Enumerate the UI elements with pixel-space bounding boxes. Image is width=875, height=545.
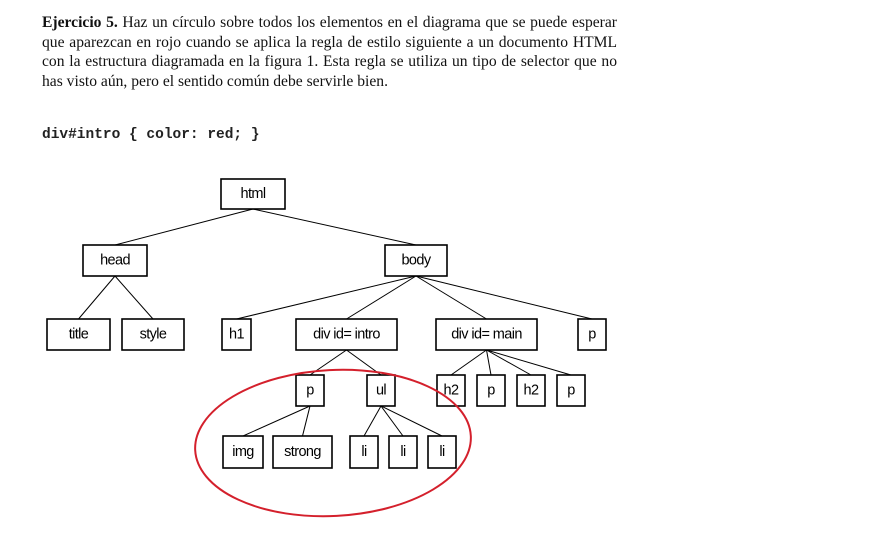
tree-node-p_intro: p bbox=[295, 374, 325, 407]
exercise-paragraph: Ejercicio 5. Haz un círculo sobre todos … bbox=[42, 13, 617, 92]
tree-node-box bbox=[222, 435, 264, 469]
tree-node-label: p bbox=[487, 383, 495, 399]
tree-node-ul: ul bbox=[366, 374, 396, 407]
tree-node-label: strong bbox=[284, 444, 321, 460]
tree-edge-div_intro-ul bbox=[346, 349, 382, 376]
tree-edge-body-h1 bbox=[236, 275, 417, 320]
tree-node-label: html bbox=[241, 186, 266, 202]
tree-node-label: body bbox=[401, 253, 431, 269]
tree-edge-div_main-p_main_b bbox=[486, 349, 572, 376]
tree-edge-body-p_body bbox=[415, 275, 593, 320]
tree-node-label: title bbox=[69, 327, 89, 343]
tree-edge-div_main-h2_a bbox=[450, 349, 487, 376]
tree-edge-p_intro-img bbox=[242, 405, 311, 437]
tree-node-label: div id= main bbox=[451, 327, 522, 343]
tree-node-label: li bbox=[439, 444, 445, 460]
tree-node-p_body: p bbox=[577, 318, 607, 351]
tree-edge-body-div_main bbox=[415, 275, 487, 320]
tree-edge-div_main-h2_b bbox=[486, 349, 532, 376]
tree-node-label: li bbox=[400, 444, 406, 460]
tree-node-box bbox=[516, 374, 546, 407]
tree-node-box bbox=[427, 435, 457, 469]
tree-node-label: p bbox=[306, 383, 314, 399]
tree-node-img: img bbox=[222, 435, 264, 469]
tree-node-label: style bbox=[140, 327, 167, 343]
tree-node-html: html bbox=[220, 178, 286, 210]
tree-node-box bbox=[220, 178, 286, 210]
css-rule-code: div#intro { color: red; } bbox=[42, 127, 260, 143]
tree-node-label: p bbox=[567, 383, 575, 399]
tree-node-label: h1 bbox=[229, 327, 244, 343]
tree-node-label: head bbox=[100, 253, 130, 269]
tree-node-box bbox=[295, 374, 325, 407]
tree-node-head: head bbox=[82, 244, 148, 277]
tree-node-label: li bbox=[361, 444, 367, 460]
tree-node-box bbox=[556, 374, 586, 407]
exercise-number: Ejercicio 5. bbox=[42, 14, 118, 31]
tree-edge-ul-li_a bbox=[363, 405, 382, 437]
tree-node-div_intro: div id= intro bbox=[295, 318, 398, 351]
tree-node-label: p bbox=[588, 327, 596, 343]
tree-node-label: ul bbox=[376, 383, 386, 399]
tree-node-h1: h1 bbox=[221, 318, 252, 351]
tree-node-box bbox=[366, 374, 396, 407]
tree-node-label: h2 bbox=[524, 383, 539, 399]
tree-node-div_main: div id= main bbox=[435, 318, 538, 351]
tree-node-box bbox=[476, 374, 506, 407]
tree-edge-ul-li_b bbox=[380, 405, 404, 437]
tree-node-box bbox=[295, 318, 398, 351]
tree-edge-html-head bbox=[114, 208, 254, 246]
tree-node-box bbox=[121, 318, 185, 351]
tree-node-li_a: li bbox=[349, 435, 379, 469]
tree-edge-p_intro-strong bbox=[302, 405, 311, 437]
tree-edge-ul-li_c bbox=[380, 405, 443, 437]
tree-node-li_c: li bbox=[427, 435, 457, 469]
tree-node-box bbox=[221, 318, 252, 351]
tree-node-box bbox=[435, 318, 538, 351]
tree-node-style: style bbox=[121, 318, 185, 351]
tree-node-label: div id= intro bbox=[313, 327, 380, 343]
tree-node-box bbox=[388, 435, 418, 469]
tree-edge-html-body bbox=[252, 208, 417, 246]
red-circle-annotation bbox=[194, 368, 472, 518]
tree-node-p_main_a: p bbox=[476, 374, 506, 407]
tree-edge-head-title bbox=[78, 275, 116, 320]
tree-node-title: title bbox=[46, 318, 111, 351]
tree-node-box bbox=[272, 435, 333, 469]
tree-edge-div_main-p_main_a bbox=[486, 349, 492, 376]
tree-node-body: body bbox=[384, 244, 448, 277]
tree-node-h2_b: h2 bbox=[516, 374, 546, 407]
tree-node-p_main_b: p bbox=[556, 374, 586, 407]
tree-node-box bbox=[82, 244, 148, 277]
tree-edge-head-style bbox=[114, 275, 154, 320]
tree-node-box bbox=[46, 318, 111, 351]
tree-node-box bbox=[384, 244, 448, 277]
tree-node-label: h2 bbox=[444, 383, 459, 399]
tree-node-label: img bbox=[232, 444, 254, 460]
exercise-text: Haz un círculo sobre todos los elementos… bbox=[42, 14, 617, 91]
tree-node-strong: strong bbox=[272, 435, 333, 469]
tree-node-box bbox=[349, 435, 379, 469]
tree-edge-body-div_intro bbox=[346, 275, 417, 320]
tree-node-li_b: li bbox=[388, 435, 418, 469]
tree-node-box bbox=[577, 318, 607, 351]
